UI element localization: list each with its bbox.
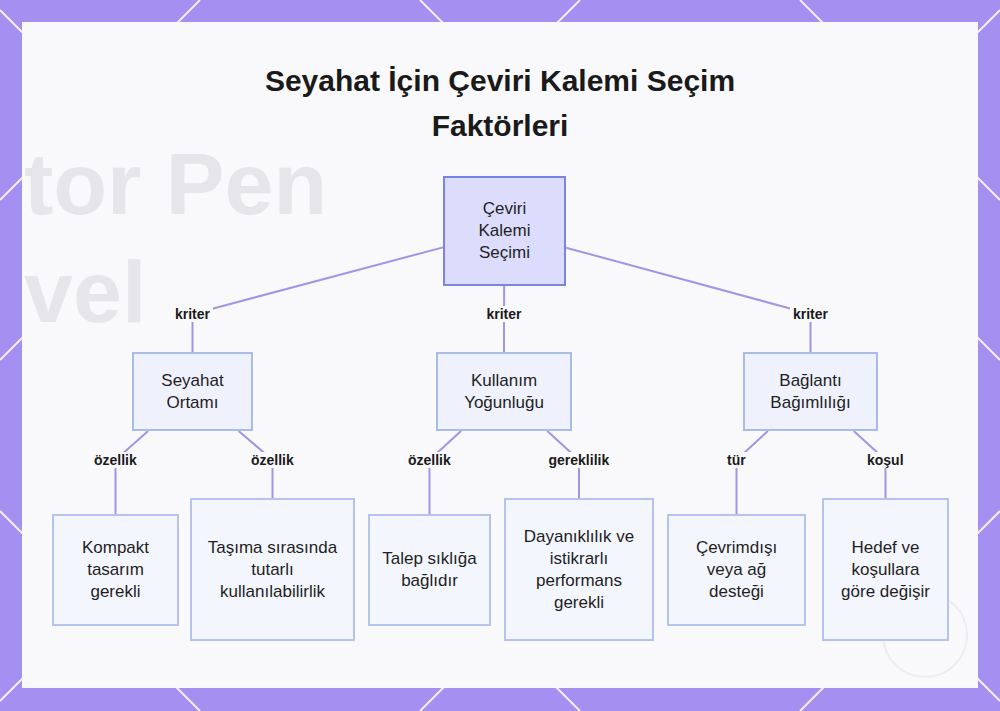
edge-label: gereklilik: [546, 452, 613, 468]
edge-label: kriter: [172, 306, 213, 322]
process-box: Bağlantı Bağımlılığı: [743, 352, 878, 431]
edge-label: özellik: [91, 452, 140, 468]
watermark-text: vel: [24, 248, 146, 336]
edge-label: kriter: [484, 306, 525, 322]
process-box: Dayanıklılık ve istikrarlı performans ge…: [504, 498, 654, 641]
watermark-text: tor Pen: [24, 140, 327, 228]
node-text: Dayanıklılık ve istikrarlı performans ge…: [516, 526, 642, 614]
node-text: Çeviri Kalemi Seçimi: [463, 198, 546, 264]
edge-label: özellik: [405, 452, 454, 468]
node-text: Kullanım Yoğunluğu: [452, 370, 556, 414]
node-text: Kompakt tasarım gerekli: [64, 537, 167, 603]
node-text: Bağlantı Bağımlılığı: [759, 370, 862, 414]
node-text: Seyahat Ortamı: [148, 370, 237, 414]
process-box: Kullanım Yoğunluğu: [436, 352, 572, 431]
connector: [193, 247, 444, 352]
edge-label: özellik: [248, 452, 297, 468]
connector: [566, 248, 811, 352]
connector: [737, 431, 768, 514]
node-text: Talep sıklığa bağlıdır: [380, 548, 479, 592]
connector: [430, 431, 462, 514]
process-box: Çevrimdışı veya ağ desteği: [667, 514, 806, 626]
process-box: Talep sıklığa bağlıdır: [368, 514, 491, 626]
process-box: Kompakt tasarım gerekli: [52, 514, 179, 626]
connector: [116, 431, 149, 514]
edge-label: koşul: [864, 452, 907, 468]
process-box: Hedef ve koşullara göre değişir: [822, 498, 949, 641]
node-text: Hedef ve koşullara göre değişir: [834, 537, 937, 603]
edge-label: kriter: [790, 306, 831, 322]
edge-label: tür: [724, 452, 749, 468]
node-text: Çevrimdışı veya ağ desteği: [679, 537, 794, 603]
diagram-title: Seyahat İçin Çeviri Kalemi Seçim Faktörl…: [250, 58, 750, 148]
root-box: Çeviri Kalemi Seçimi: [443, 176, 566, 286]
process-box: Taşıma sırasında tutarlı kullanılabilirl…: [190, 498, 355, 641]
node-text: Taşıma sırasında tutarlı kullanılabilirl…: [202, 537, 343, 603]
process-box: Seyahat Ortamı: [132, 352, 253, 431]
